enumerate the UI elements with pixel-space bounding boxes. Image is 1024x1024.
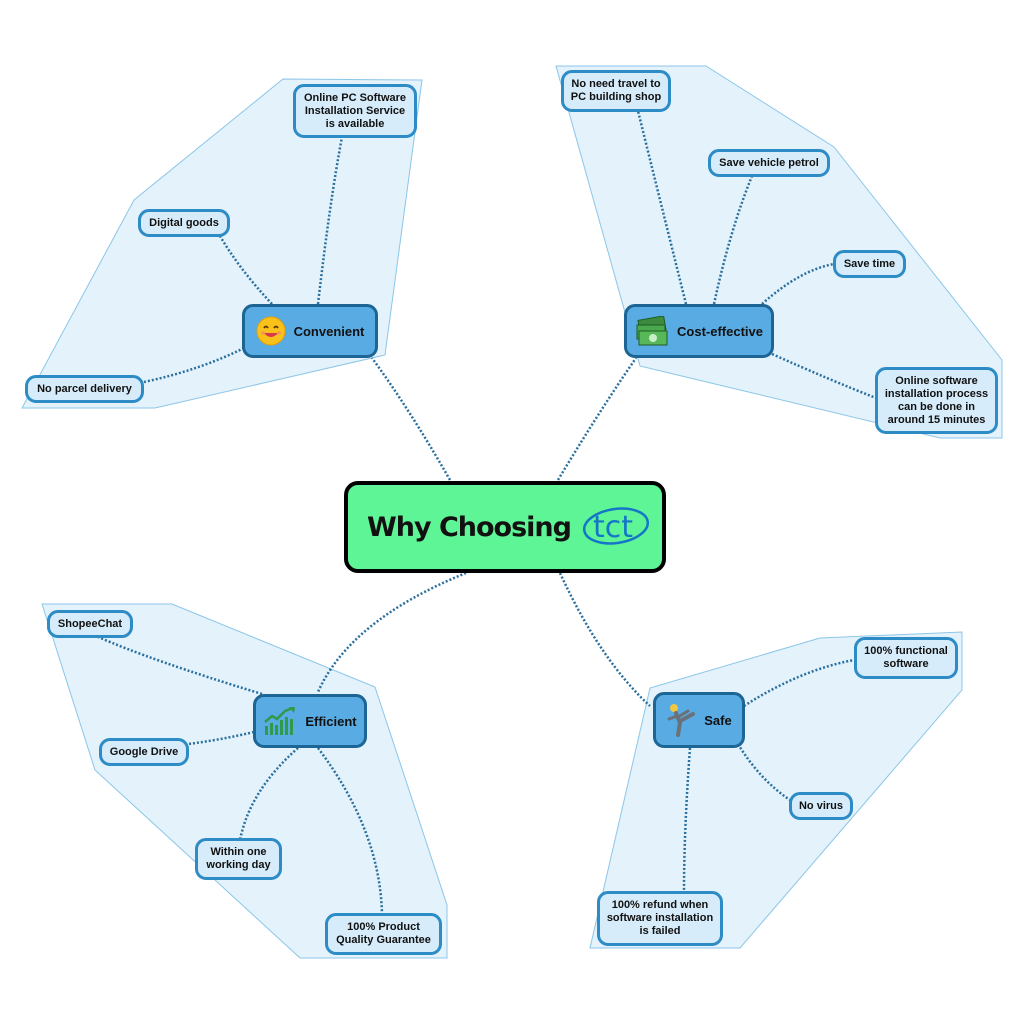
leaf-quality-guarantee-text: 100% Product Quality Guarantee [336,921,431,946]
connector-safe-functional [743,658,855,708]
connector-efficient-one-day [238,747,299,841]
branch-convenient[interactable]: Convenient [242,304,378,358]
leaf-functional-software-text: 100% functional software [864,645,948,670]
leaf-save-vehicle-petrol-text: Save vehicle petrol [719,156,819,169]
connector-center-safe [558,572,651,707]
leaf-google-drive[interactable]: Google Drive [99,738,189,766]
smiling-face-icon [256,316,286,346]
connector-cost-save-petrol [712,175,754,305]
connector-convenient-no-parcel [143,346,245,384]
leaf-no-virus[interactable]: No virus [789,792,853,820]
efficient-region [41,603,448,959]
tct-logo-text: tct [592,509,634,545]
leaf-no-virus-text: No virus [798,799,843,812]
central-topic[interactable]: Why Choosing tct [344,481,666,573]
leaf-digital-goods-text: Digital goods [149,216,219,229]
leaf-shopeechat-text: ShopeeChat [57,617,123,630]
leaf-save-time-text: Save time [843,257,896,270]
leaf-within-one-working-day-text: Within one working day [206,846,271,871]
branch-cost-effective[interactable]: Cost-effective [624,304,774,358]
connector-cost-save-time [761,262,835,305]
leaf-save-vehicle-petrol[interactable]: Save vehicle petrol [708,149,830,177]
leaf-refund-guarantee-text: 100% refund when software installation i… [606,899,714,937]
branch-efficient-label: Efficient [305,713,357,729]
leaf-no-parcel-delivery-text: No parcel delivery [37,382,132,395]
karate-kick-icon [667,704,696,737]
leaf-fifteen-minutes[interactable]: Online software installation process can… [875,367,998,434]
connector-center-efficient [316,571,467,693]
branch-convenient-label: Convenient [293,323,365,339]
money-icon [636,316,668,346]
leaf-digital-goods[interactable]: Digital goods [138,209,230,237]
connector-convenient-online-service [316,136,344,305]
growth-chart-icon [264,706,296,735]
leaf-no-need-travel-text: No need travel to PC building shop [570,78,662,103]
connector-convenient-digital-goods [218,235,273,305]
leaf-refund-guarantee[interactable]: 100% refund when software installation i… [597,891,723,946]
connector-center-cost-effective [556,357,638,481]
branch-efficient[interactable]: Efficient [253,694,367,748]
branch-safe-label: Safe [704,712,732,728]
leaf-shopeechat[interactable]: ShopeeChat [47,610,133,638]
leaf-within-one-working-day[interactable]: Within one working day [195,838,282,880]
leaf-quality-guarantee[interactable]: 100% Product Quality Guarantee [325,913,442,955]
leaf-save-time[interactable]: Save time [833,250,906,278]
tct-logo: tct [582,506,650,545]
connector-efficient-quality [317,747,384,915]
central-topic-title: Why Choosing [366,511,572,543]
leaf-no-parcel-delivery[interactable]: No parcel delivery [25,375,144,403]
branch-safe[interactable]: Safe [653,692,745,748]
connector-efficient-shopeechat [95,634,263,696]
connector-cost-no-travel [636,110,688,305]
leaf-google-drive-text: Google Drive [109,745,179,758]
logo-swoosh-icon [582,506,650,545]
leaf-online-pc-software-service-text: Online PC Software Installation Service … [303,91,407,130]
connector-efficient-google-drive [187,730,255,746]
leaf-fifteen-minutes-text: Online software installation process can… [884,374,989,426]
connector-safe-no-virus [736,743,791,802]
connector-safe-refund [682,747,692,893]
branch-cost-effective-label: Cost-effective [677,323,763,339]
leaf-online-pc-software-service[interactable]: Online PC Software Installation Service … [293,84,417,138]
connector-center-convenient [370,357,452,481]
leaf-no-need-travel[interactable]: No need travel to PC building shop [561,70,671,112]
leaf-functional-software[interactable]: 100% functional software [854,637,958,679]
connector-cost-fifteen-minutes [771,352,877,400]
